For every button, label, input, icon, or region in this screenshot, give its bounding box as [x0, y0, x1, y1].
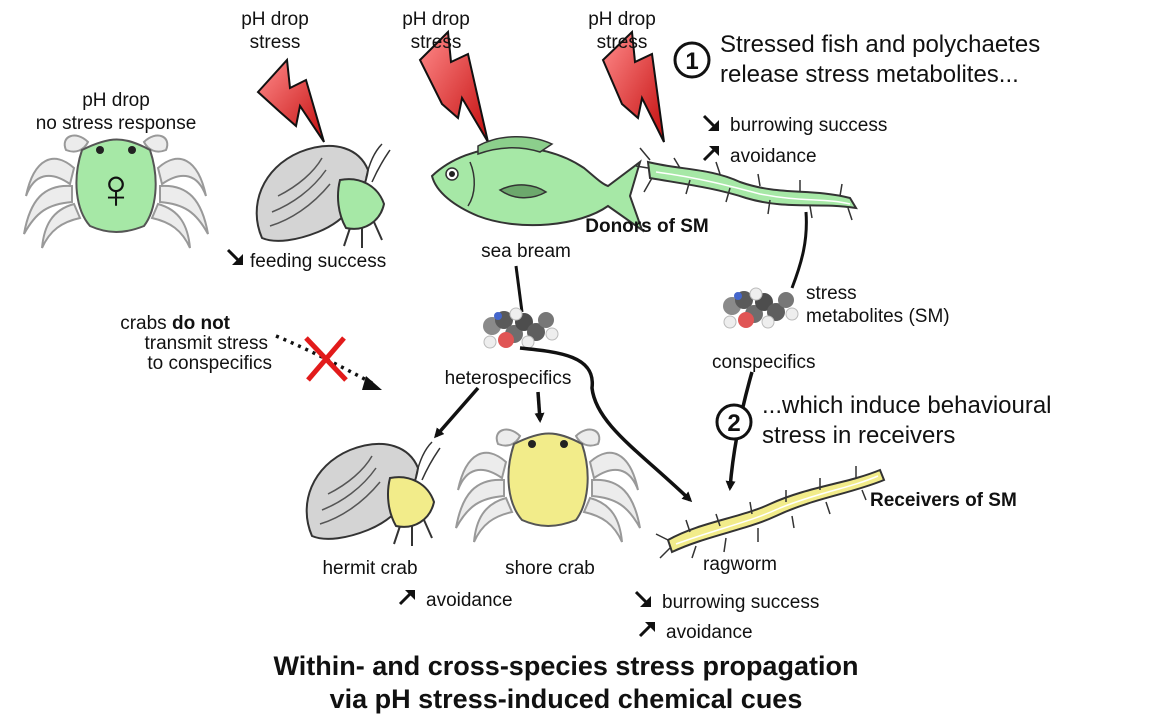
worm-to-sm-line: [792, 212, 806, 288]
stress-label-worm-line1: pH drop: [588, 9, 656, 30]
diagram-title-line1: Within- and cross-species stress propaga…: [274, 651, 859, 681]
crabs-note-line2: transmit stress: [144, 333, 268, 354]
female-crab-label-line1: pH drop: [82, 90, 150, 111]
stress-label-worm-line2: stress: [597, 32, 648, 53]
stress-metabolite-molecule-hetero: [483, 308, 558, 348]
step-2-text-line1: ...which induce behavioural: [762, 392, 1052, 419]
sm-label-line2: metabolites (SM): [806, 306, 950, 327]
crabs-note-line1: crabs do not: [120, 313, 230, 334]
cross-mark-icon: [306, 338, 346, 380]
conspecifics-label: conspecifics: [712, 352, 816, 373]
hermit-crab-top-illustration: [257, 144, 390, 248]
stress-label-hermit-line2: stress: [250, 32, 301, 53]
arrow-to-shore-crab: [538, 392, 540, 420]
step-2-number: 2: [727, 410, 740, 437]
female-crab-label-line2: no stress response: [36, 113, 197, 134]
hermit-crab-receiver-illustration: [307, 442, 440, 546]
donor-avoidance-effect: avoidance: [730, 146, 817, 167]
shore-crab-illustration: [456, 430, 640, 542]
diagram-title-line2: via pH stress-induced chemical cues: [330, 684, 803, 714]
hermit-feeding-effect: feeding success: [250, 251, 386, 272]
hermit-crab-label: hermit crab: [322, 558, 417, 579]
bream-to-sm-line: [516, 266, 522, 312]
stress-label-bream-line1: pH drop: [402, 9, 470, 30]
ragworm-label: ragworm: [703, 554, 777, 575]
arrow-to-hermit-crab: [436, 388, 478, 436]
receivers-label: Receivers of SM: [870, 490, 1017, 511]
step-2-text-line2: stress in receivers: [762, 422, 955, 449]
donors-label: Donors of SM: [585, 216, 709, 237]
sea-bream-label: sea bream: [481, 241, 571, 262]
crab-avoidance-effect: avoidance: [426, 590, 513, 611]
ragworm-avoidance-effect: avoidance: [666, 622, 753, 643]
stress-label-hermit-line1: pH drop: [241, 9, 309, 30]
stress-metabolite-molecule-con: [723, 288, 798, 328]
stress-label-bream-line2: stress: [411, 32, 462, 53]
step-1-text-line1: Stressed fish and polychaetes: [720, 31, 1040, 58]
heterospecifics-label: heterospecifics: [445, 368, 572, 389]
sm-label-line1: stress: [806, 283, 857, 304]
shore-crab-label: shore crab: [505, 558, 595, 579]
step-1-text-line2: release stress metabolites...: [720, 61, 1019, 88]
step-1-number: 1: [685, 48, 698, 75]
donor-burrowing-effect: burrowing success: [730, 115, 887, 136]
crabs-note-line3: to conspecifics: [147, 353, 272, 374]
ragworm-burrowing-effect: burrowing success: [662, 592, 819, 613]
female-symbol-icon: ♀: [95, 157, 137, 220]
ragworm-illustration: [656, 466, 884, 558]
lightning-bolt-hermit: [258, 60, 324, 142]
